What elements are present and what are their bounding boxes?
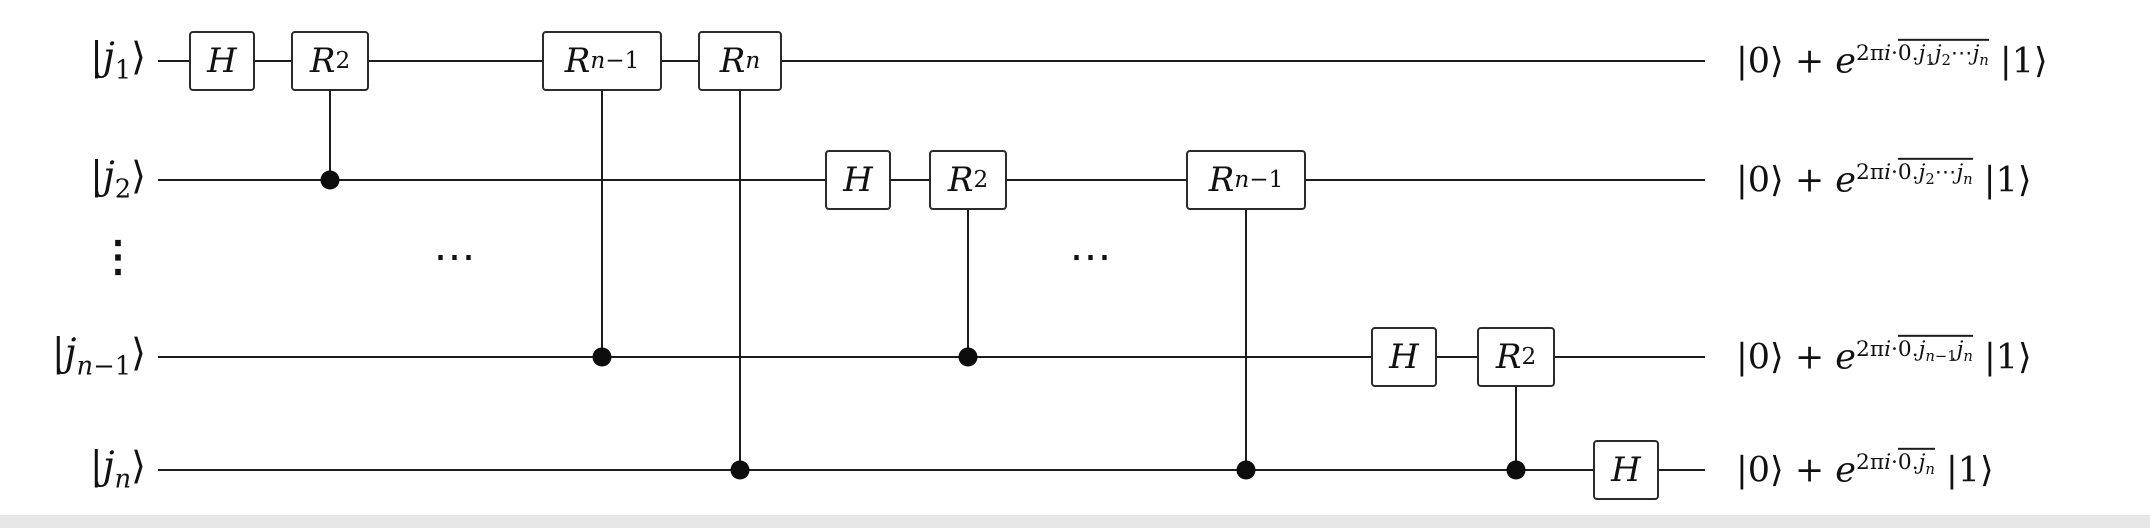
wire-jn-1: [158, 356, 1705, 358]
qubit-label-jn-1: |jn−1⟩: [51, 330, 146, 382]
output-state-j1: |0⟩ + e2πi·0.j1j2⋯jn |1⟩: [1736, 38, 2048, 82]
page-bottom-strip: [0, 515, 2150, 528]
control-dot-jn-for-rn-j1: [730, 460, 750, 480]
control-dot-j2-for-r2-j1: [320, 170, 340, 190]
ellipsis-gates-1: ⋯: [433, 231, 479, 281]
qubit-label-j1: |j1⟩: [90, 34, 146, 86]
control-line-r2-j2: [967, 208, 969, 358]
gate-H-on-j2: H: [825, 150, 891, 210]
qubit-label-jn: |jn⟩: [89, 443, 146, 495]
wire-j1: [158, 60, 1705, 62]
output-state-jn: |0⟩ + e2πi·0.jn |1⟩: [1736, 447, 1994, 491]
output-state-j2: |0⟩ + e2πi·0.j2⋯jn |1⟩: [1736, 157, 2032, 201]
gate-H-on-jn: H: [1593, 440, 1659, 500]
gate-H-on-jn-1: H: [1371, 327, 1437, 387]
control-line-r2-jn-1: [1515, 386, 1517, 471]
control-dot-jn-for-rn1-j2: [1236, 460, 1256, 480]
ellipsis-qubits: ⋮: [97, 231, 139, 281]
output-state-jn-1: |0⟩ + e2πi·0.jn−1jn |1⟩: [1736, 334, 2032, 378]
control-line-rn1-j1: [601, 89, 603, 358]
wire-jn: [158, 469, 1705, 471]
control-dot-jn-1-for-rn1-j1: [592, 347, 612, 367]
control-line-rn-j1: [739, 89, 741, 471]
gate-H-on-j1: H: [189, 31, 255, 91]
ellipsis-gates-2: ⋯: [1069, 231, 1115, 281]
control-dot-jn-1-for-r2-j2: [958, 347, 978, 367]
control-dot-jn-for-r2-jn-1: [1506, 460, 1526, 480]
control-line-r2-j1: [329, 89, 331, 181]
qubit-label-j2: |j2⟩: [90, 153, 146, 205]
control-line-rn1-j2: [1245, 208, 1247, 471]
